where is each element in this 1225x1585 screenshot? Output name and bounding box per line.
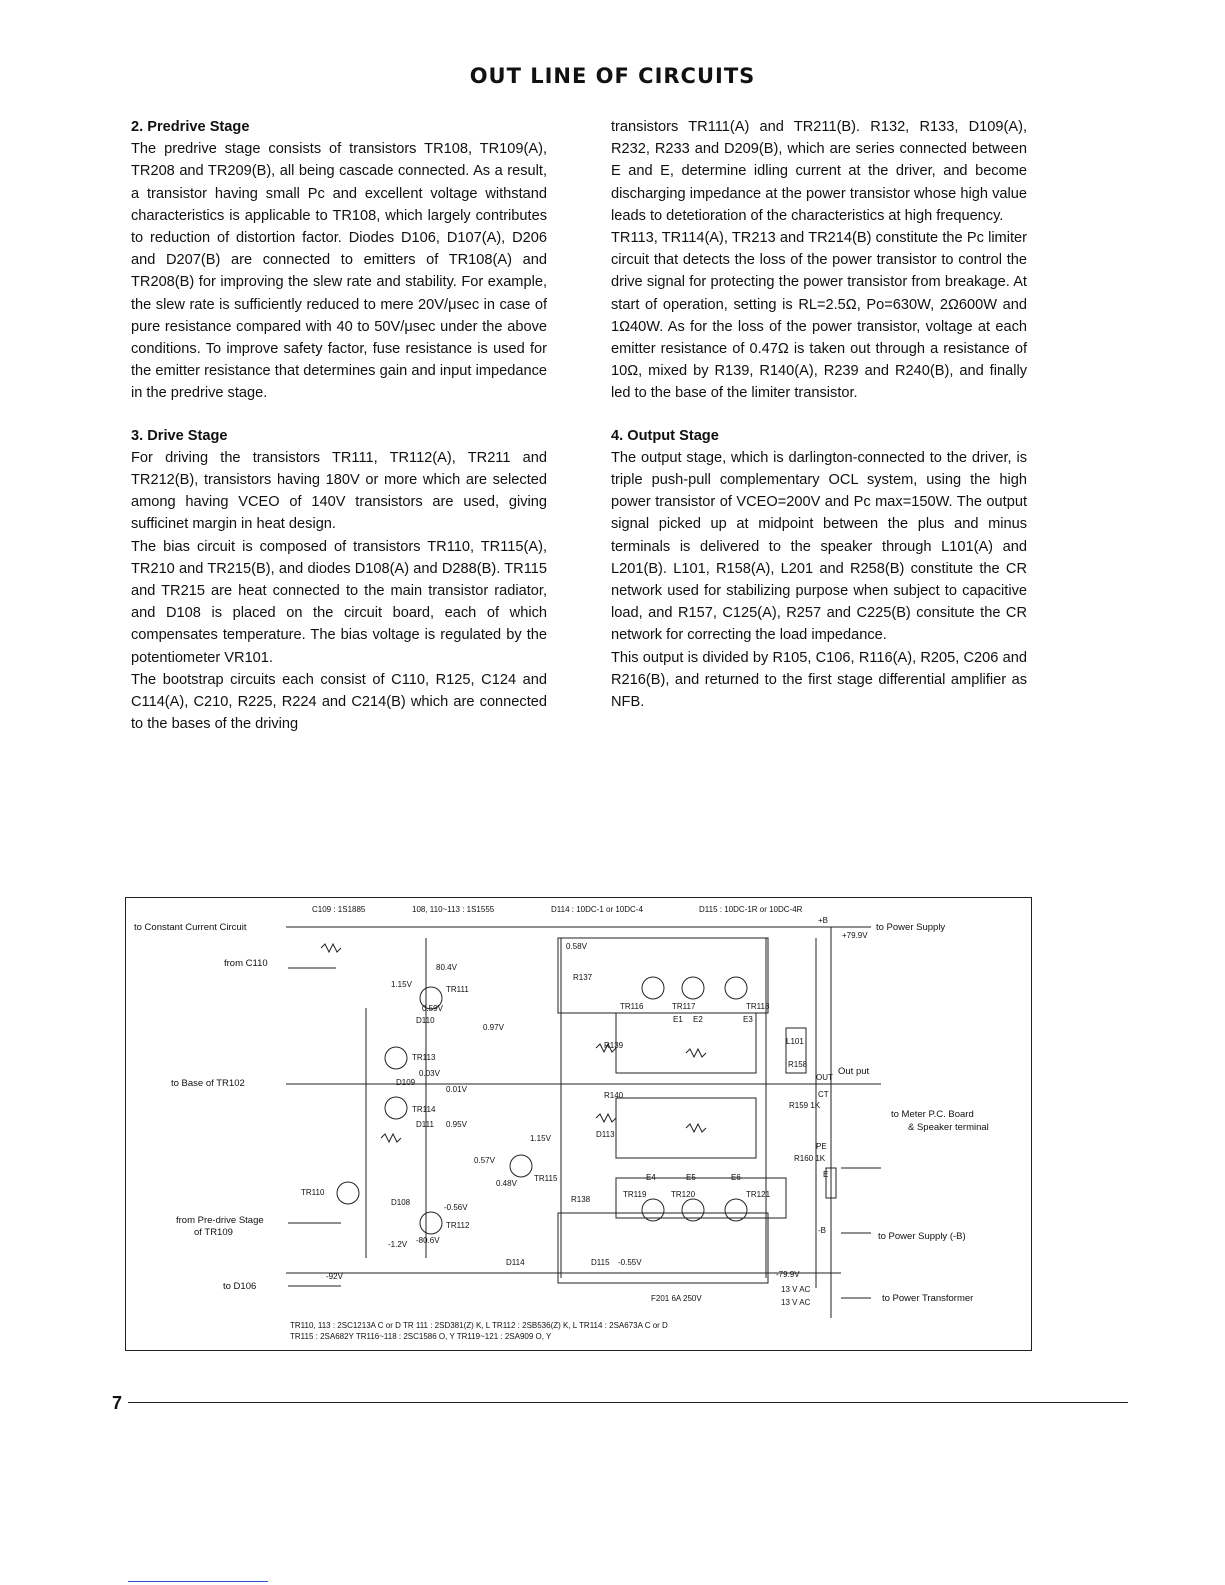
label-tr115: TR115 [534, 1174, 558, 1183]
label-to-power-supply-neg: to Power Supply (-B) [878, 1231, 966, 1242]
voltage-0-59: 0.59V [422, 1004, 443, 1013]
label-r139: R139 [604, 1041, 624, 1050]
label-out: OUT [816, 1073, 833, 1082]
voltage-neg-80-6: -80.6V [416, 1236, 440, 1245]
voltage-80-4: 80.4V [436, 963, 457, 972]
voltage-0-58: 0.58V [566, 942, 587, 951]
voltage-neg-0-56: -0.56V [444, 1203, 468, 1212]
label-tr111: TR111 [446, 985, 469, 994]
label-to-meter: to Meter P.C. Board [891, 1109, 974, 1120]
label-e2: E2 [693, 1015, 703, 1024]
voltage-0-57: 0.57V [474, 1156, 495, 1165]
label-minus-b: -B [818, 1226, 826, 1235]
output-paragraph-2: This output is divided by R105, C106, R1… [611, 649, 1027, 711]
label-r159: R159 1K [789, 1101, 821, 1110]
voltage-0-48: 0.48V [496, 1179, 517, 1188]
output-heading: 4. Output Stage [611, 427, 719, 444]
label-e6: E6 [731, 1173, 741, 1182]
label-e1: E1 [673, 1015, 683, 1024]
label-from-c110: from C110 [224, 958, 268, 969]
note-c109: C109 : 1S1885 [312, 905, 366, 914]
page-number: 7 [112, 1393, 123, 1413]
label-speaker-terminal: & Speaker terminal [908, 1122, 989, 1133]
voltage-neg-1-2: -1.2V [388, 1240, 408, 1249]
drive-paragraph-1: For driving the transistors TR111, TR112… [131, 449, 547, 533]
label-r160: R160 1K [794, 1154, 826, 1163]
label-tr110: TR110 [301, 1188, 325, 1197]
label-13vac-upper: 13 V AC [781, 1285, 811, 1294]
label-tr113: TR113 [412, 1053, 436, 1062]
page-title: OUT LINE OF CIRCUITS [469, 64, 756, 88]
note-d115: D115 : 10DC-1R or 10DC-4R [699, 905, 803, 914]
label-d114: D114 [506, 1258, 525, 1267]
output-paragraph-1: The output stage, which is darlington-co… [611, 449, 1027, 644]
footer-note-1: TR110, 113 : 2SC1213A C or D TR 111 : 2S… [290, 1321, 668, 1330]
voltage-neg-0-55: -0.55V [618, 1258, 642, 1267]
voltage-0-01: 0.01V [446, 1085, 467, 1094]
voltage-0-03: 0.03V [419, 1069, 440, 1078]
label-ct: CT [818, 1090, 829, 1099]
label-l101: L101 [786, 1037, 804, 1046]
label-to-power-supply: to Power Supply [876, 922, 946, 933]
predrive-heading: 2. Predrive Stage [131, 119, 250, 135]
voltage-0-95: 0.95V [446, 1120, 467, 1129]
label-e5: E5 [686, 1173, 696, 1182]
label-13vac-lower: 13 V AC [781, 1298, 811, 1307]
right-column: transistors TR111(A) and TR211(B). R132,… [611, 116, 1027, 713]
label-plus-b: +B [818, 916, 829, 925]
label-to-base-tr102: to Base of TR102 [171, 1078, 245, 1089]
bottom-edge-mark [128, 1581, 268, 1582]
predrive-paragraph: The predrive stage consists of transisto… [131, 141, 547, 402]
label-to-d106: to D106 [223, 1281, 257, 1292]
voltage-neg-79-9: -79.9V [776, 1270, 800, 1279]
label-fuse-f201: F201 6A 250V [651, 1294, 702, 1303]
label-r138: R138 [571, 1195, 591, 1204]
drive-paragraph-3: The bootstrap circuits each consist of C… [131, 671, 547, 733]
label-tr116: TR116 [620, 1002, 644, 1011]
drive-paragraph-2: The bias circuit is composed of transist… [131, 538, 547, 666]
circuit-schematic: C109 : 1S1885 108, 110~113 : 1S1555 D114… [125, 897, 1032, 1351]
label-constant-current: to Constant Current Circuit [134, 922, 247, 933]
note-diodes: 108, 110~113 : 1S1555 [412, 905, 495, 914]
note-d114: D114 : 10DC-1 or 10DC-4 [551, 905, 643, 914]
footer-note-2: TR115 : 2SA682Y TR116~118 : 2SC1586 O, Y… [290, 1332, 552, 1341]
label-r158: R158 [788, 1060, 808, 1069]
label-e4: E4 [646, 1173, 656, 1182]
label-d110: D110 [416, 1016, 435, 1025]
label-tr112: TR112 [446, 1221, 470, 1230]
voltage-pos-79-9: +79.9V [842, 931, 868, 940]
voltage-1-15b: 1.15V [530, 1134, 551, 1143]
label-tr118: TR118 [746, 1002, 770, 1011]
label-e3: E3 [743, 1015, 753, 1024]
label-to-power-transformer: to Power Transformer [882, 1293, 974, 1304]
label-tr119: TR119 [623, 1190, 647, 1199]
bias-continuation-paragraph: transistors TR111(A) and TR211(B). R132,… [611, 119, 1027, 224]
footer-rule [128, 1402, 1128, 1403]
label-d109: D109 [396, 1078, 416, 1087]
voltage-1-15a: 1.15V [391, 980, 412, 989]
label-d108: D108 [391, 1198, 411, 1207]
label-r137: R137 [573, 973, 593, 982]
label-of-tr109: of TR109 [194, 1227, 233, 1238]
voltage-0-97: 0.97V [483, 1023, 504, 1032]
label-r140: R140 [604, 1091, 624, 1100]
label-pe: PE [816, 1142, 827, 1151]
voltage-neg-92: -92V [326, 1272, 343, 1281]
limiter-paragraph: TR113, TR114(A), TR213 and TR214(B) cons… [611, 230, 1027, 402]
schematic-wiring [286, 926, 881, 1318]
label-tr117: TR117 [672, 1002, 696, 1011]
label-tr114: TR114 [412, 1105, 436, 1114]
label-d115: D115 [591, 1258, 610, 1267]
label-e: E [823, 1170, 829, 1179]
label-tr120: TR120 [671, 1190, 696, 1199]
label-from-predrive: from Pre-drive Stage [176, 1215, 264, 1226]
label-output: Out put [838, 1066, 870, 1077]
left-column: 2. Predrive Stage The predrive stage con… [131, 116, 547, 735]
label-d113: D113 [596, 1130, 615, 1139]
label-d111: D111 [416, 1120, 434, 1129]
drive-heading: 3. Drive Stage [131, 427, 228, 444]
label-tr121: TR121 [746, 1190, 771, 1199]
